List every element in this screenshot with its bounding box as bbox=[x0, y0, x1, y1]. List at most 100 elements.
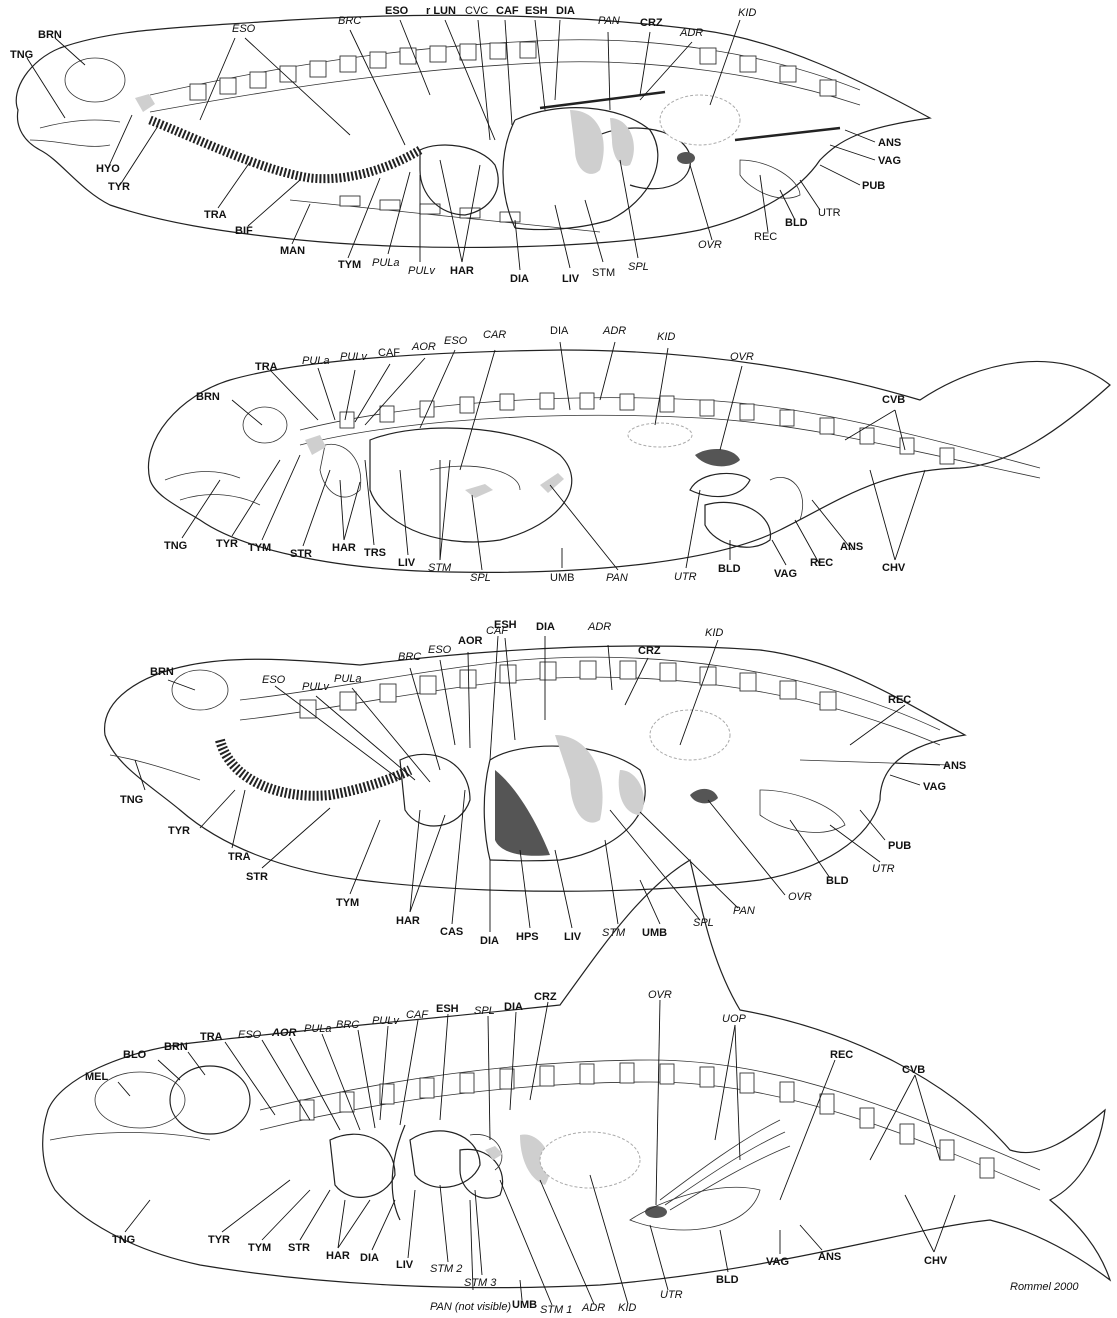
melon bbox=[95, 1072, 185, 1128]
label-tra: TRA bbox=[204, 209, 227, 221]
label-kid: KID bbox=[738, 7, 756, 19]
rectum bbox=[770, 477, 803, 520]
label-tra: TRA bbox=[228, 851, 251, 863]
label-crz: CRZ bbox=[534, 991, 557, 1003]
label-mel: MEL bbox=[85, 1071, 109, 1083]
label-dia: DIA bbox=[550, 325, 569, 337]
label-ans: ANS bbox=[878, 137, 901, 149]
label-adr: ADR bbox=[587, 621, 611, 633]
label-vag: VAG bbox=[878, 155, 901, 167]
label-pula: PULa bbox=[302, 355, 330, 367]
pancreas bbox=[610, 118, 634, 166]
label-bld: BLD bbox=[826, 875, 849, 887]
brain bbox=[172, 670, 228, 710]
ovary bbox=[677, 152, 695, 164]
label-utr: UTR bbox=[660, 1289, 683, 1301]
body-outline bbox=[43, 860, 1110, 1288]
label-caf: CAF bbox=[378, 347, 400, 359]
label-aor: AOR bbox=[411, 341, 436, 353]
ovary bbox=[690, 789, 718, 803]
spleen bbox=[570, 110, 604, 174]
label-pulv: PULv bbox=[408, 265, 436, 277]
label-ovr: OVR bbox=[648, 989, 672, 1001]
label-dia: DIA bbox=[536, 621, 555, 633]
label-ovr: OVR bbox=[788, 891, 812, 903]
label-tng: TNG bbox=[164, 540, 187, 552]
label-pula: PULa bbox=[372, 257, 400, 269]
label-brn: BRN bbox=[164, 1041, 188, 1053]
label-ans: ANS bbox=[840, 541, 863, 553]
label-vag: VAG bbox=[766, 1256, 789, 1268]
label-liv: LIV bbox=[396, 1259, 414, 1271]
label-car: CAR bbox=[483, 329, 506, 341]
label-dia: DIA bbox=[556, 5, 575, 17]
label-crz: CRZ bbox=[638, 645, 661, 657]
label-umb: UMB bbox=[550, 572, 574, 584]
trachea bbox=[150, 120, 420, 179]
label-utr: UTR bbox=[674, 571, 697, 583]
label-cvb: CVB bbox=[882, 394, 905, 406]
panel-otariid: BRN ESO PULv PULa BRC ESO AOR CAF ESH DI… bbox=[105, 619, 967, 947]
leader-lines bbox=[182, 342, 925, 570]
vertebrae bbox=[190, 42, 836, 100]
label-har: HAR bbox=[396, 915, 420, 927]
label-vag: VAG bbox=[923, 781, 946, 793]
trachea bbox=[220, 740, 410, 796]
label-bld: BLD bbox=[785, 217, 808, 229]
label-uop: UOP bbox=[722, 1013, 747, 1025]
kidney bbox=[628, 423, 692, 447]
pancreas bbox=[619, 770, 644, 815]
sternum bbox=[290, 200, 600, 232]
label-stm: STM bbox=[428, 562, 452, 574]
label-tyr: TYR bbox=[168, 825, 190, 837]
label-tyr: TYR bbox=[216, 538, 238, 550]
label-chv: CHV bbox=[924, 1255, 948, 1267]
label-utr: UTR bbox=[872, 863, 895, 875]
spleen bbox=[555, 735, 603, 823]
rostrum-line bbox=[50, 1133, 210, 1141]
hepatic-sinus bbox=[495, 770, 550, 856]
label-ovr: OVR bbox=[730, 351, 754, 363]
panel-seal: BRN TNG HYO TYR TRA BIF MAN TYM PULa PUL… bbox=[10, 5, 930, 285]
label-tng: TNG bbox=[10, 49, 33, 61]
label-str: STR bbox=[290, 548, 312, 560]
label-bif: BIF bbox=[235, 225, 253, 237]
label-eso-b: ESO bbox=[428, 644, 452, 656]
label-pula: PULa bbox=[304, 1023, 332, 1035]
label-tyr: TYR bbox=[108, 181, 130, 193]
label-blo: BLO bbox=[123, 1049, 147, 1061]
label-str: STR bbox=[288, 1242, 310, 1254]
label-eso-b: ESO bbox=[385, 5, 409, 17]
label-pulv: PULv bbox=[372, 1015, 400, 1027]
labels: BRN TNG HYO TYR TRA BIF MAN TYM PULa PUL… bbox=[10, 5, 901, 285]
label-tym: TYM bbox=[248, 1242, 271, 1254]
label-brn: BRN bbox=[38, 29, 62, 41]
label-rec: REC bbox=[810, 557, 833, 569]
label-pan: PAN bbox=[606, 572, 628, 584]
label-pulv: PULv bbox=[340, 351, 368, 363]
label-kid: KID bbox=[618, 1302, 636, 1314]
label-hps: HPS bbox=[516, 931, 539, 943]
label-caf: CAF bbox=[496, 5, 519, 17]
label-str: STR bbox=[246, 871, 268, 883]
brain bbox=[243, 407, 287, 443]
panel-dolphin: MEL BLO BRN TRA ESO AOR PULa BRC PULv CA… bbox=[43, 860, 1110, 1316]
label-dia-low: DIA bbox=[360, 1252, 379, 1264]
label-brc: BRC bbox=[398, 651, 421, 663]
label-rec: REC bbox=[830, 1049, 853, 1061]
label-pula: PULa bbox=[334, 673, 362, 685]
label-stm1: STM 1 bbox=[540, 1304, 572, 1316]
bladder bbox=[760, 790, 845, 832]
label-eso-a: ESO bbox=[262, 674, 286, 686]
intestine bbox=[430, 466, 520, 490]
brain bbox=[170, 1066, 250, 1134]
label-pulv: PULv bbox=[302, 681, 330, 693]
ovary bbox=[645, 1206, 667, 1218]
label-kid: KID bbox=[705, 627, 723, 639]
pancreas bbox=[540, 473, 564, 493]
spleen bbox=[465, 484, 493, 498]
label-caf: CAF bbox=[406, 1009, 429, 1021]
label-ans: ANS bbox=[818, 1251, 841, 1263]
label-chv: CHV bbox=[882, 562, 906, 574]
